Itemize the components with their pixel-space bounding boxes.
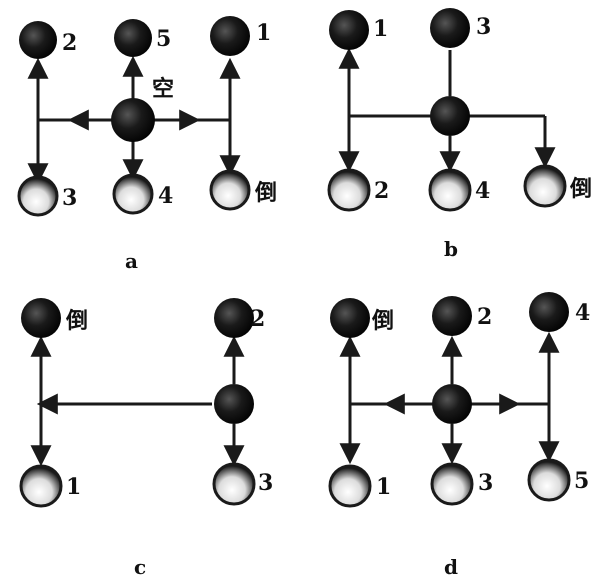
knob-a-2 [19, 21, 57, 59]
knob-a-5 [114, 19, 152, 57]
caption-d: d [444, 555, 458, 579]
knob-c-3 [212, 462, 256, 506]
label-b-reverse: 倒 [569, 176, 592, 202]
label-b-4: 4 [475, 178, 490, 204]
label-b-1: 1 [373, 16, 388, 42]
knob-b-3 [430, 8, 470, 48]
diagram-b: 1 3 2 4 倒 b [327, 8, 592, 261]
label-d-reverse: 倒 [371, 308, 394, 334]
label-b-3: 3 [476, 14, 491, 40]
label-c-reverse: 倒 [65, 308, 88, 334]
label-c-1: 1 [66, 474, 81, 500]
knob-b-1 [329, 10, 369, 50]
diagram-a: 2 5 1 空 3 4 倒 a [17, 16, 277, 273]
label-a-neutral: 空 [152, 76, 174, 102]
label-a-1: 1 [256, 20, 271, 46]
caption-b: b [444, 237, 458, 261]
label-a-3: 3 [62, 185, 77, 211]
label-b-2: 2 [374, 178, 389, 204]
knob-d-4 [529, 292, 569, 332]
knob-a-reverse [209, 169, 251, 211]
knob-c-2 [214, 298, 254, 338]
knob-a-3 [17, 175, 59, 217]
label-c-2: 2 [250, 306, 265, 332]
knob-d-3 [430, 462, 474, 506]
caption-c: c [134, 555, 146, 579]
label-d-3: 3 [478, 470, 493, 496]
knob-d-2 [432, 296, 472, 336]
label-a-5: 5 [156, 26, 171, 52]
knob-b-reverse [523, 164, 567, 208]
label-d-5: 5 [574, 468, 589, 494]
label-a-reverse: 倒 [254, 180, 277, 206]
knob-a-1 [210, 16, 250, 56]
label-d-4: 4 [575, 300, 590, 326]
knob-c-center [214, 384, 254, 424]
label-a-4: 4 [158, 183, 173, 209]
knob-b-2 [327, 168, 371, 212]
diagram-d: 倒 2 4 1 3 5 d [328, 292, 590, 579]
knob-b-center [430, 96, 470, 136]
knob-d-reverse [330, 298, 370, 338]
label-d-2: 2 [477, 304, 492, 330]
knob-a-center [111, 98, 155, 142]
diagram-c: 倒 2 1 3 c [19, 298, 273, 579]
knob-d-center [432, 384, 472, 424]
knob-c-reverse [21, 298, 61, 338]
knob-c-1 [19, 464, 63, 508]
caption-a: a [125, 249, 138, 273]
label-a-2: 2 [62, 30, 77, 56]
label-d-1: 1 [376, 474, 391, 500]
diagram-c-lines [30, 335, 245, 467]
knob-d-1 [328, 464, 372, 508]
knob-b-4 [428, 168, 472, 212]
knob-d-5 [527, 458, 571, 502]
label-c-3: 3 [258, 470, 273, 496]
knob-a-4 [112, 173, 154, 215]
